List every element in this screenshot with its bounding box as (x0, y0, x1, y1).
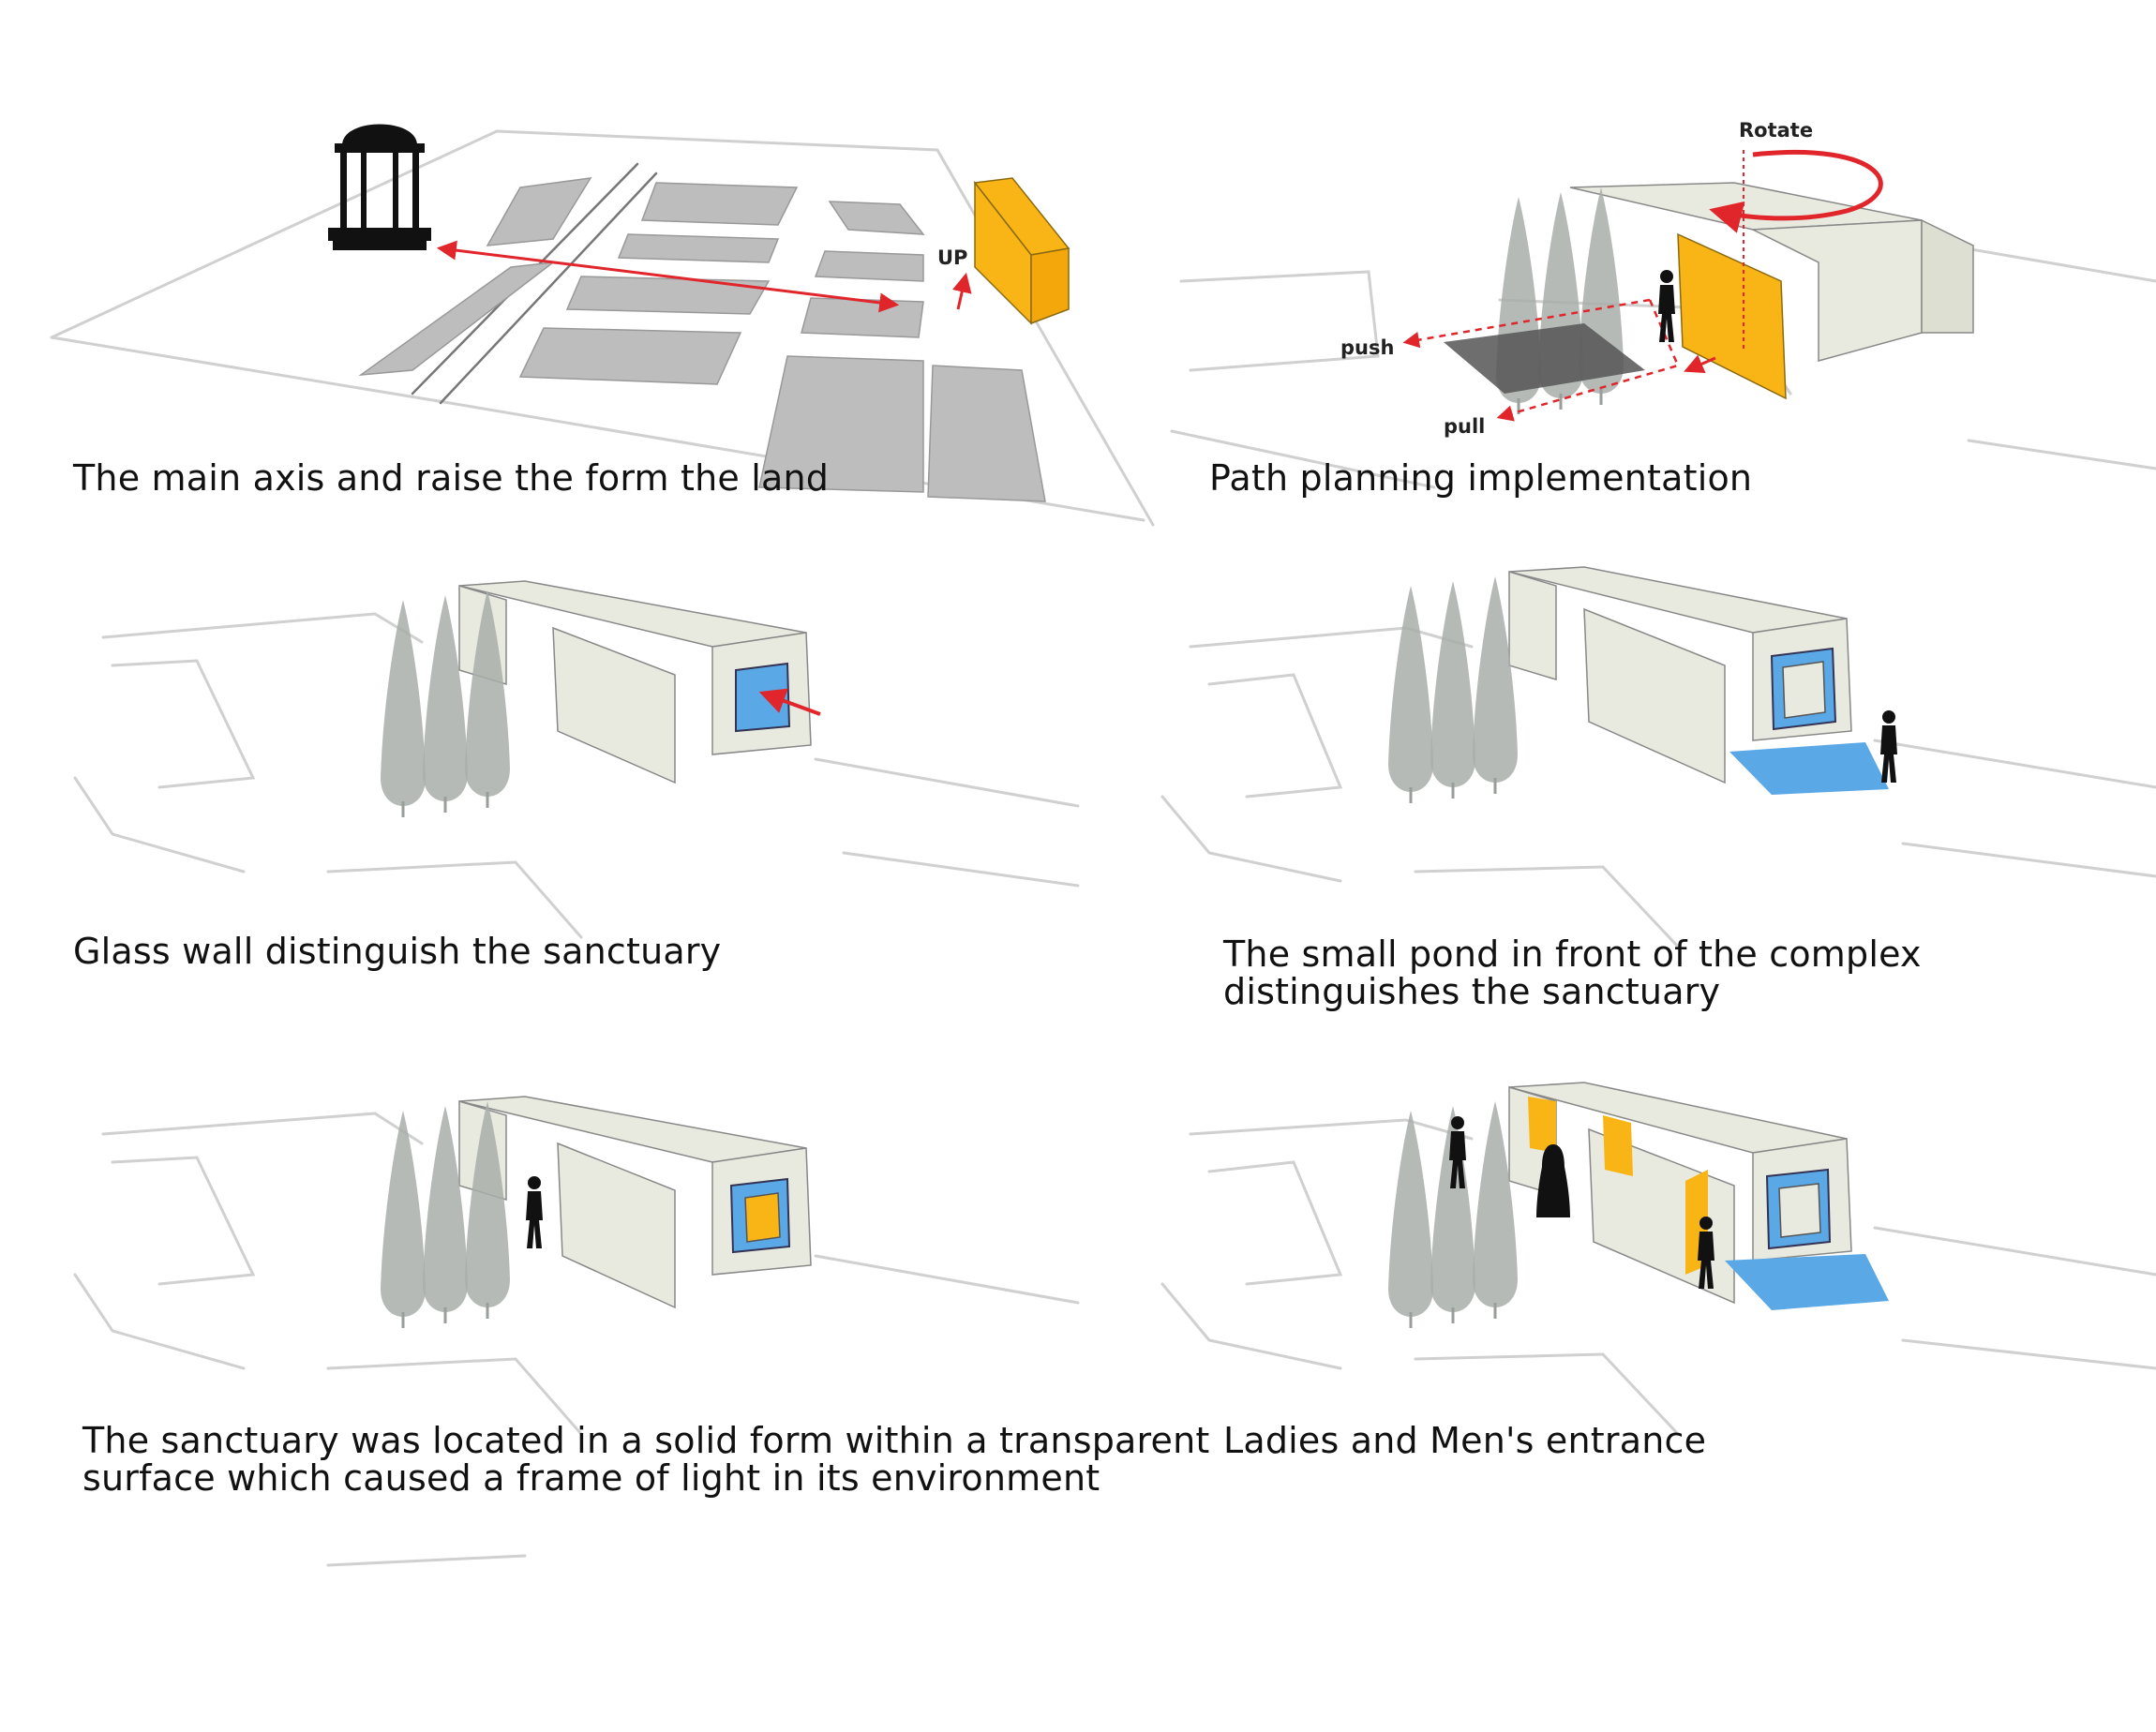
panel-caption: Glass wall distinguish the sanctuary (73, 931, 722, 972)
ground-grid (842, 851, 1080, 888)
panel-caption: Path planning implementation (1209, 457, 1753, 499)
ground-grid (1179, 270, 1380, 372)
panel-small-pond: The small pond in front of the complex d… (1078, 544, 2156, 1031)
panel-solid-form: The sanctuary was located in a solid for… (0, 1087, 1209, 1575)
direction-arrow (1684, 354, 1716, 373)
tree-icon (379, 598, 427, 819)
glass-arrow (758, 688, 821, 716)
ground-grid (1207, 673, 1343, 799)
ground-grid (326, 1554, 527, 1567)
ground-grid (111, 1156, 256, 1286)
ground-grid (1967, 439, 2156, 470)
rotate-arrow (1709, 149, 1883, 233)
ground-grid (814, 757, 1080, 808)
panel-entrance: Ladies and Men's entrance (1078, 1082, 2156, 1575)
up-label: UP (937, 246, 967, 269)
inner-frame (1778, 1183, 1821, 1238)
panel-main-axis: UP The main axis and raise the form the … (0, 0, 1155, 527)
tree-icon (1429, 579, 1477, 800)
main-axis-arrow (436, 240, 900, 313)
ground-grid (1414, 865, 1680, 948)
tree-icon (379, 1109, 427, 1330)
panel-path-planning: Rotate push pull Path planning implement… (1078, 0, 2156, 497)
glass-diagram (73, 580, 1080, 939)
ground-grid (73, 776, 246, 873)
ground-grid (101, 612, 424, 644)
long-volume (1569, 182, 1974, 362)
panel-caption-line-1: The sanctuary was located in a solid for… (82, 1420, 1210, 1461)
rotate-label: Rotate (1739, 119, 1813, 142)
panel-caption-line-1: The small pond in front of the complex (1223, 933, 1922, 975)
glass-wall (735, 662, 791, 733)
ground-grid (1160, 795, 1342, 883)
person-icon (1658, 270, 1675, 342)
raised-form (973, 177, 1071, 325)
ground-grid (1901, 1338, 2156, 1370)
push-label: push (1340, 336, 1394, 359)
panel-caption: Ladies and Men's entrance (1223, 1420, 1707, 1461)
ground-grid (1414, 1352, 1680, 1436)
ground-grid (1207, 1160, 1343, 1286)
solid-sanctuary (744, 1192, 781, 1243)
ground-grid (1189, 626, 1474, 649)
ground-grid (1160, 1282, 1342, 1370)
inner-frame (1782, 661, 1826, 719)
pavilion-icon (328, 124, 431, 250)
ground-outline (50, 129, 1155, 527)
rotated-wall (1677, 232, 1787, 400)
up-arrow (952, 272, 972, 310)
solid-diagram (73, 1096, 1080, 1567)
sunken-plaza (1444, 323, 1645, 394)
panel-caption-line-2: distinguishes the sanctuary (1223, 971, 1721, 1012)
ground-grid (1189, 1118, 1474, 1141)
panel-caption: The main axis and raise the form the lan… (73, 457, 830, 499)
person-icon (1880, 710, 1897, 783)
axis-diagram: UP (50, 124, 1155, 527)
person-icon (526, 1176, 543, 1248)
entrance-diagram (1160, 1082, 2156, 1436)
ground-grid (326, 1357, 583, 1436)
ground-grid (1170, 429, 1436, 489)
ground-grid (326, 860, 583, 939)
ground-grid (1901, 842, 2156, 878)
ground-grid (1873, 1226, 2156, 1277)
ground-grid (111, 659, 256, 789)
tree-icon (1386, 1109, 1435, 1330)
pull-label: pull (1444, 415, 1485, 438)
tree-icon (1386, 584, 1435, 805)
pond-diagram (1160, 566, 2156, 948)
panel-glass-wall: Glass wall distinguish the sanctuary (0, 544, 1080, 1031)
ground-grid (73, 1273, 246, 1370)
pond (1729, 742, 1889, 795)
pull-arrow (1496, 299, 1680, 422)
ground-grid (814, 1254, 1080, 1305)
ground-grid (101, 1112, 424, 1145)
ground-grid (1873, 739, 2156, 789)
land-blocks (358, 177, 1046, 502)
push-arrow (1402, 298, 1651, 349)
panel-caption-line-2: surface which caused a frame of light in… (82, 1457, 1100, 1499)
path-diagram: Rotate push pull (1170, 119, 2156, 489)
men-entrance-panel (1528, 1097, 1556, 1153)
pond (1725, 1254, 1889, 1310)
ladies-entrance-panel (1603, 1115, 1633, 1176)
